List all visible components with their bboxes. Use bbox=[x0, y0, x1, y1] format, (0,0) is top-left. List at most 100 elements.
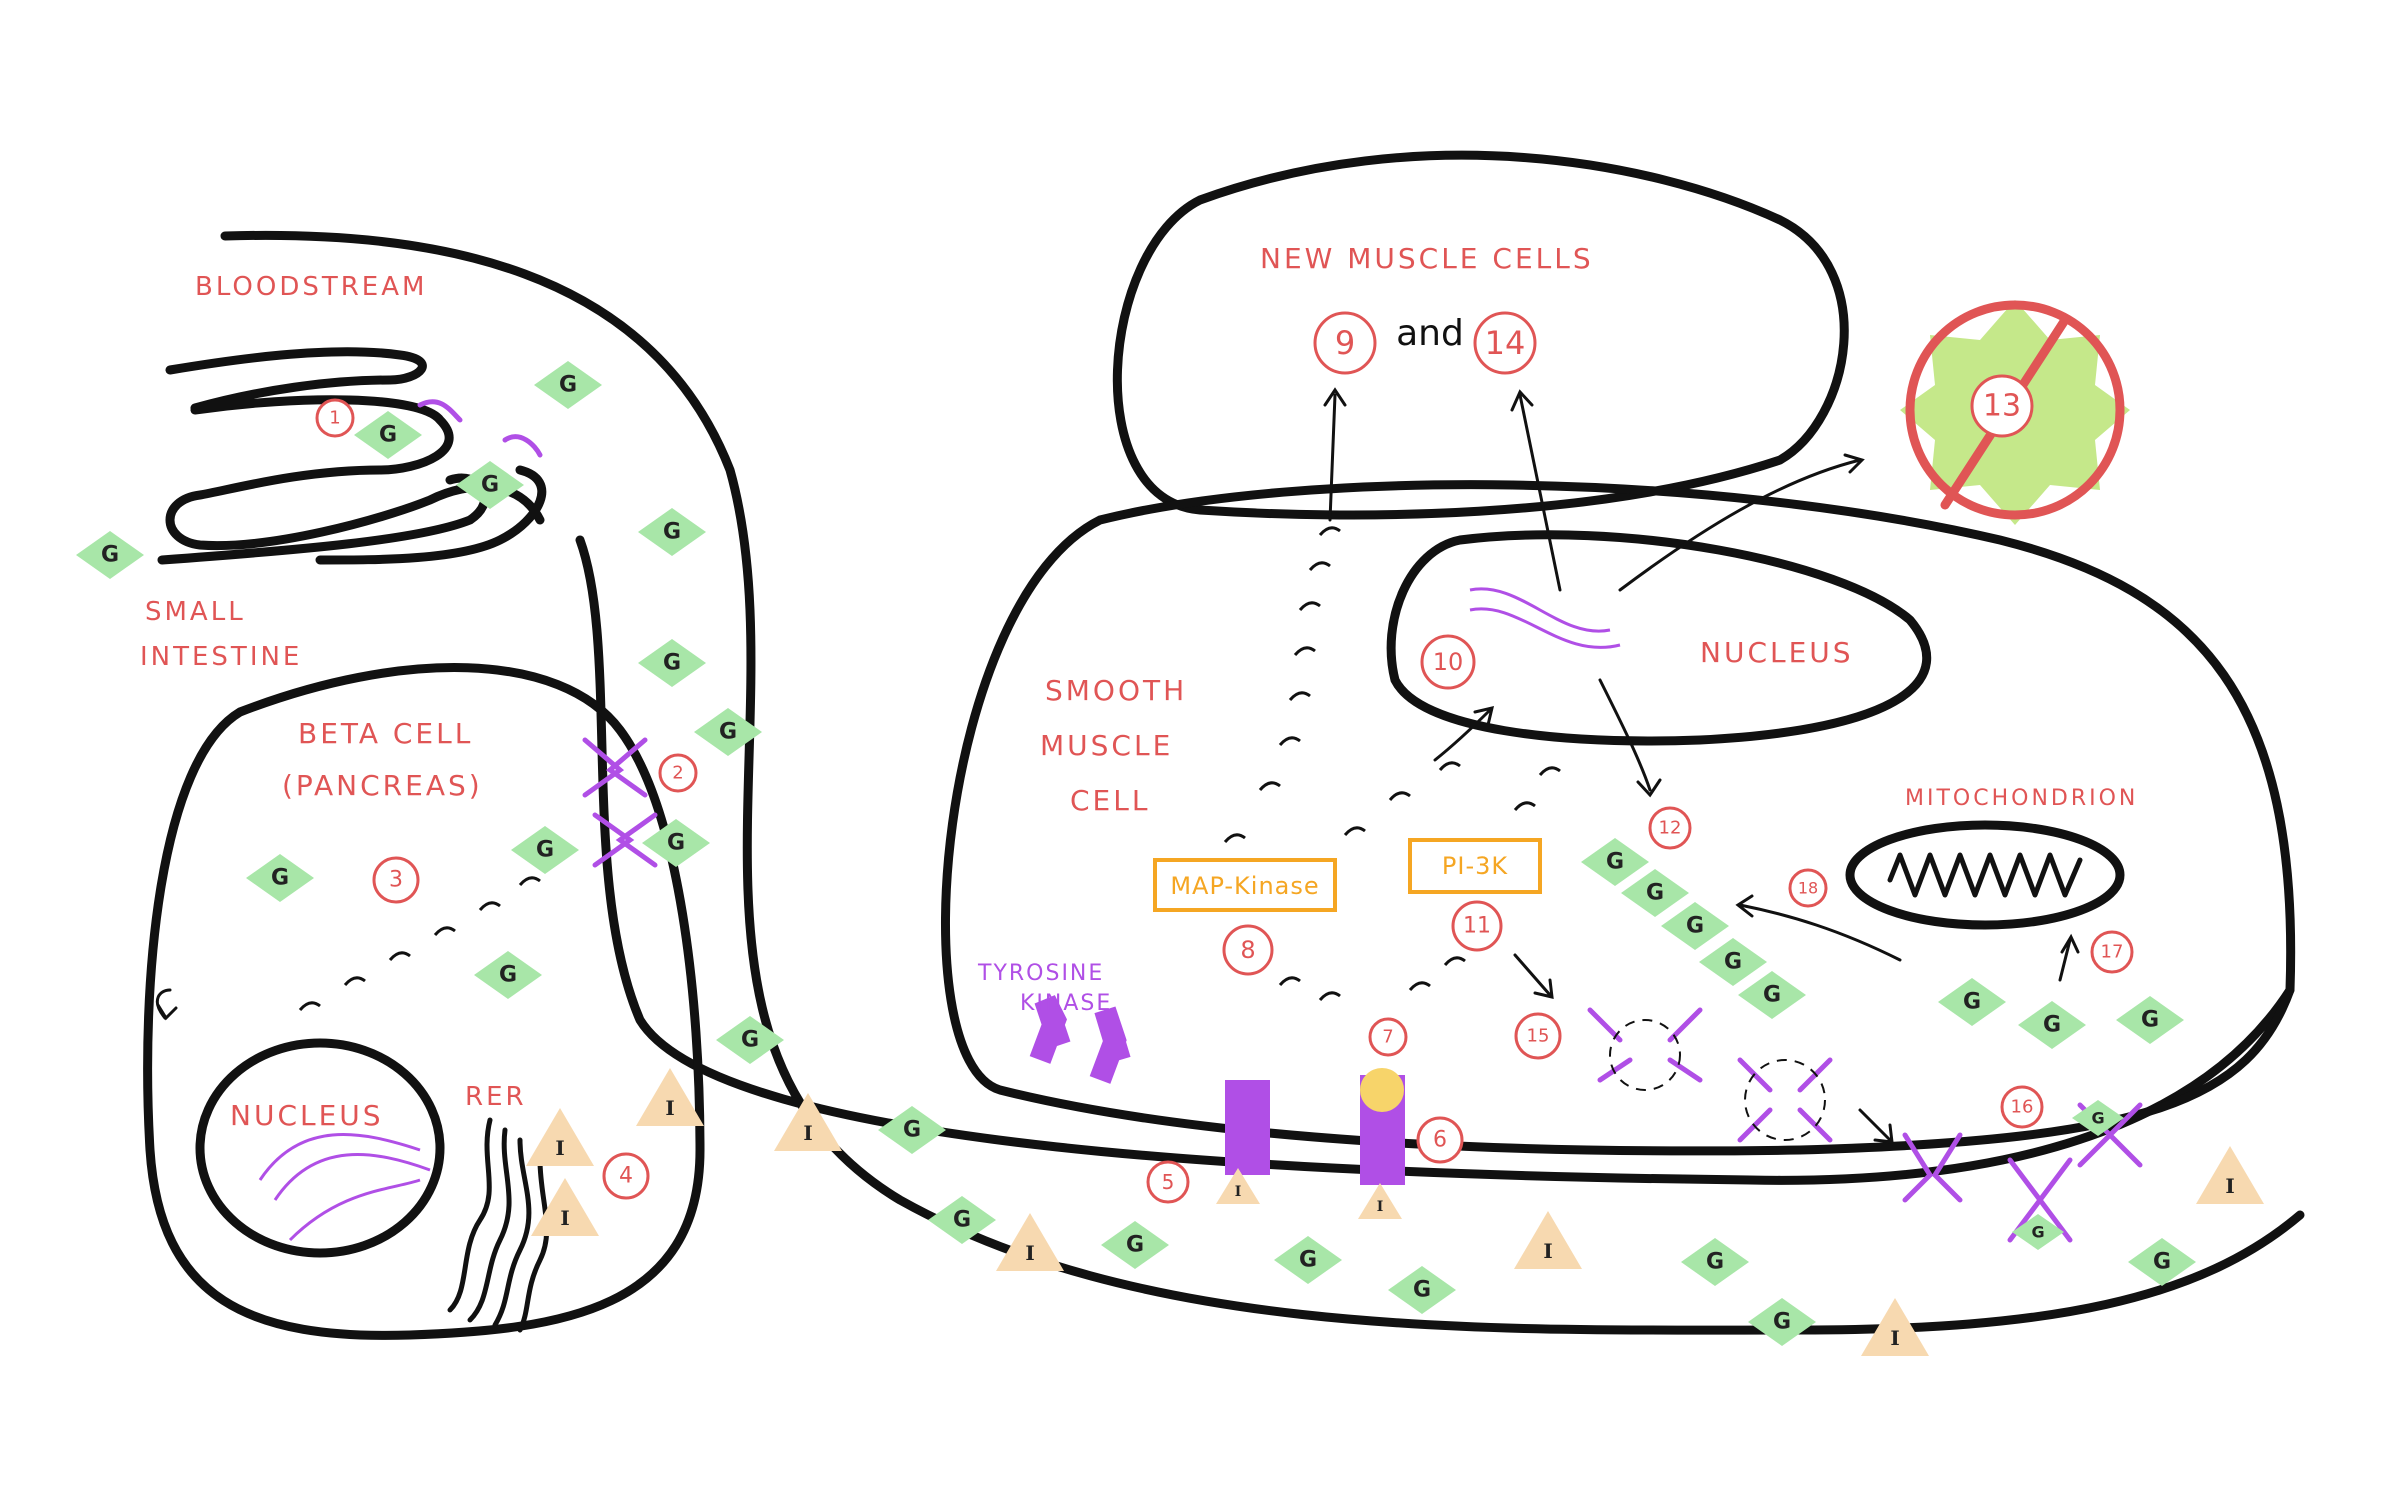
mitochondrion-label: MITOCHONDRION bbox=[1905, 786, 2138, 811]
svg-text:17: 17 bbox=[2101, 942, 2124, 963]
svg-text:14: 14 bbox=[1485, 324, 1526, 362]
beta-cell-label-1: BETA CELL bbox=[298, 717, 473, 750]
svg-text:G: G bbox=[1773, 1310, 1791, 1335]
svg-text:G: G bbox=[1646, 881, 1664, 906]
svg-text:11: 11 bbox=[1463, 914, 1491, 939]
insulin-token: I bbox=[2196, 1146, 2264, 1204]
glucose-token: G bbox=[716, 1016, 784, 1064]
svg-text:G: G bbox=[559, 373, 577, 398]
svg-text:I: I bbox=[803, 1121, 812, 1145]
muscle-dna-icon bbox=[1469, 587, 1621, 649]
svg-text:16: 16 bbox=[2011, 1097, 2034, 1118]
small-intestine-label-2: INTESTINE bbox=[140, 642, 302, 672]
svg-text:I: I bbox=[1025, 1241, 1034, 1265]
svg-text:12: 12 bbox=[1659, 818, 1682, 839]
svg-text:G: G bbox=[2043, 1013, 2061, 1038]
svg-text:9: 9 bbox=[1335, 324, 1355, 362]
insulin-token: I bbox=[636, 1068, 704, 1126]
glucose-token: G bbox=[638, 508, 706, 556]
rer-structure bbox=[447, 1117, 550, 1333]
svg-text:G: G bbox=[101, 543, 119, 568]
glucose-token: G bbox=[456, 461, 524, 509]
intestine-channel-1 bbox=[417, 399, 543, 458]
glucose-token: G bbox=[1101, 1221, 1169, 1269]
insulin-token: I bbox=[996, 1213, 1064, 1271]
insulin-token: I bbox=[1861, 1298, 1929, 1356]
step-markers: 1 2 3 4 5 6 7 8 9 10 11 12 13 14 15 16 1… bbox=[315, 311, 2134, 1204]
svg-text:G: G bbox=[271, 866, 289, 891]
svg-text:G: G bbox=[1299, 1248, 1317, 1273]
svg-text:I: I bbox=[1543, 1239, 1552, 1263]
step-marker-1: 1 bbox=[315, 398, 355, 438]
tyrosine-kinase-label-1: TYROSINE bbox=[977, 961, 1104, 986]
and-label: and bbox=[1396, 313, 1464, 354]
svg-text:G: G bbox=[1706, 1250, 1724, 1275]
step-marker-13: 13 bbox=[1970, 374, 2034, 438]
svg-text:G: G bbox=[1606, 850, 1624, 875]
insulin-token: I bbox=[774, 1093, 842, 1151]
step-marker-11: 11 bbox=[1451, 900, 1503, 952]
svg-text:2: 2 bbox=[672, 763, 683, 784]
step-marker-16: 16 bbox=[2000, 1085, 2044, 1129]
glucose-token: G bbox=[2012, 1214, 2064, 1250]
glucose-token: G bbox=[1388, 1266, 1456, 1314]
svg-text:G: G bbox=[2141, 1008, 2159, 1033]
svg-text:G: G bbox=[481, 473, 499, 498]
step-marker-8: 8 bbox=[1222, 924, 1274, 976]
step-marker-7: 7 bbox=[1368, 1017, 1408, 1057]
glucose-token: G bbox=[1699, 938, 1767, 986]
insulin-token: I bbox=[1514, 1211, 1582, 1269]
svg-text:G: G bbox=[499, 963, 517, 988]
insulin-token: I bbox=[526, 1108, 594, 1166]
map-kinase-label: MAP-Kinase bbox=[1170, 872, 1319, 900]
new-muscle-cells-label: NEW MUSCLE CELLS bbox=[1260, 242, 1594, 275]
tyrosine-kinase-receptor-icon bbox=[1029, 995, 1131, 1084]
svg-text:G: G bbox=[1413, 1278, 1431, 1303]
svg-text:6: 6 bbox=[1433, 1128, 1447, 1153]
svg-text:G: G bbox=[1763, 983, 1781, 1008]
svg-text:G: G bbox=[719, 720, 737, 745]
glucose-token: G bbox=[76, 531, 144, 579]
svg-text:G: G bbox=[663, 651, 681, 676]
glucose-token: G bbox=[1661, 902, 1729, 950]
signal-chain-arrows bbox=[298, 526, 1561, 1011]
svg-text:I: I bbox=[665, 1096, 674, 1120]
step-marker-9: 9 bbox=[1313, 311, 1377, 375]
glut4-vesicle-transit bbox=[1737, 1057, 1833, 1143]
svg-text:I: I bbox=[1377, 1199, 1384, 1215]
svg-text:1: 1 bbox=[329, 408, 340, 429]
mitochondrion-outer bbox=[1845, 820, 2125, 930]
glucose-token: G bbox=[638, 639, 706, 687]
glucose-token: G bbox=[2116, 996, 2184, 1044]
step-marker-4: 4 bbox=[602, 1152, 650, 1200]
svg-text:G: G bbox=[536, 838, 554, 863]
glucose-token: G bbox=[1581, 838, 1649, 886]
svg-text:I: I bbox=[1890, 1326, 1899, 1350]
blocked-circle bbox=[1905, 300, 2125, 520]
svg-text:G: G bbox=[1126, 1233, 1144, 1258]
bloodstream-label: BLOODSTREAM bbox=[195, 272, 427, 302]
tyrosine-kinase-label-2: KINASE bbox=[1020, 991, 1112, 1016]
smooth-muscle-label-2: MUSCLE bbox=[1040, 729, 1173, 762]
glucose-token: G bbox=[2072, 1100, 2124, 1136]
smooth-muscle-label-1: SMOOTH bbox=[1045, 674, 1187, 707]
glucose-token: G bbox=[354, 411, 422, 459]
svg-text:I: I bbox=[555, 1136, 564, 1160]
svg-text:G: G bbox=[953, 1208, 971, 1233]
svg-text:G: G bbox=[2091, 1109, 2104, 1128]
glucose-token: G bbox=[474, 951, 542, 999]
glucose-tokens: G G G G G G G G G G G G G G G G G G G G … bbox=[76, 361, 2196, 1346]
svg-text:G: G bbox=[1724, 950, 1742, 975]
glucose-token: G bbox=[2128, 1238, 2196, 1286]
smooth-muscle-label-3: CELL bbox=[1070, 784, 1150, 817]
glut4-fused bbox=[1902, 1132, 1963, 1203]
glucose-token: G bbox=[1748, 1298, 1816, 1346]
svg-text:5: 5 bbox=[1162, 1170, 1175, 1194]
glucose-token: G bbox=[1274, 1236, 1342, 1284]
small-intestine bbox=[157, 347, 547, 565]
step-marker-2: 2 bbox=[658, 753, 698, 793]
small-intestine-label-1: SMALL bbox=[145, 597, 246, 627]
svg-text:G: G bbox=[663, 520, 681, 545]
pi3k-label: PI-3K bbox=[1442, 852, 1508, 880]
svg-text:10: 10 bbox=[1433, 648, 1464, 676]
